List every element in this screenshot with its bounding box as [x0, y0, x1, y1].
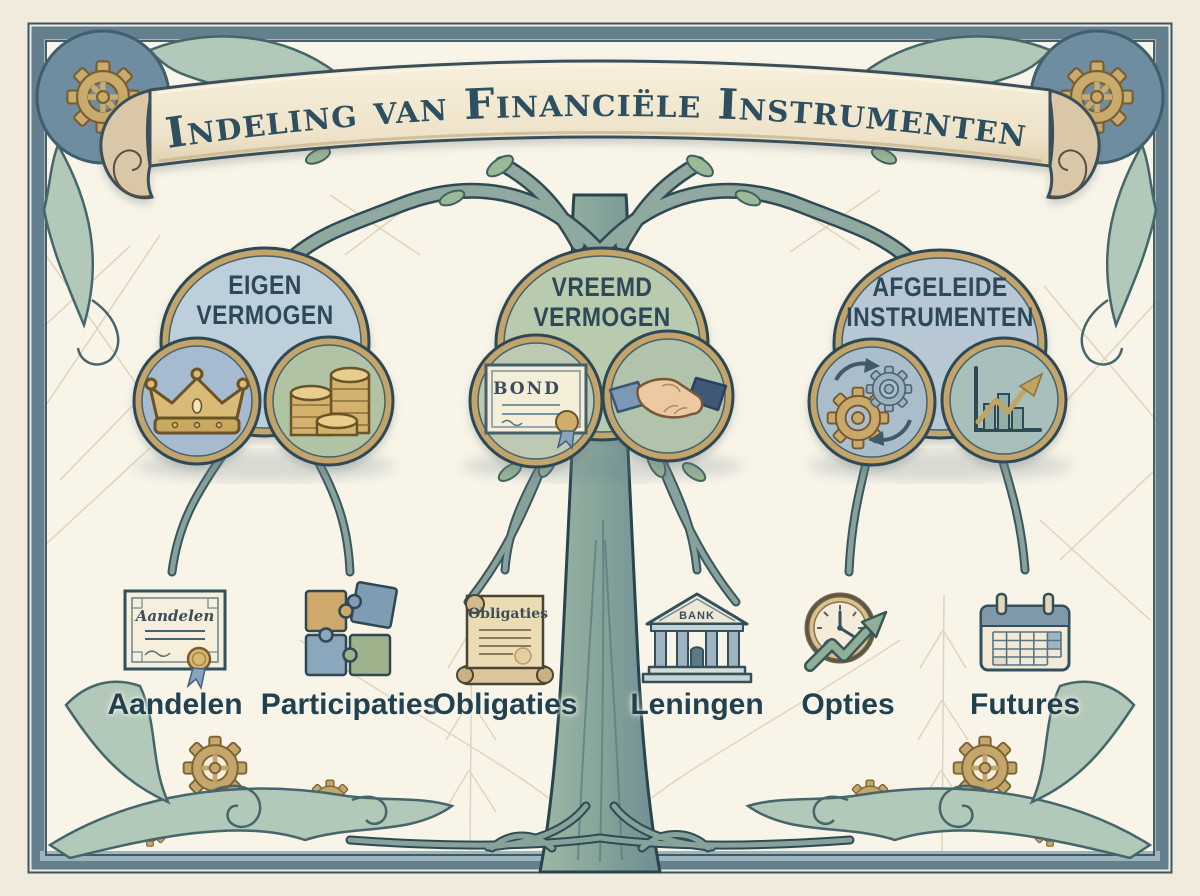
- branch-label-line2: INSTRUMENTEN: [846, 302, 1034, 333]
- branch-node-eigen-vermogen: [132, 246, 395, 467]
- bond-label: BOND: [493, 379, 561, 399]
- growth-chart-icon: [974, 366, 1044, 432]
- chart-icon-circle: [940, 336, 1068, 464]
- calendar-icon: [979, 592, 1071, 672]
- branch-label-line2: VERMOGEN: [533, 302, 671, 333]
- coin-stacks-icon: [289, 366, 371, 437]
- clock-growth-arrow-icon: [804, 592, 888, 672]
- crown-icon: [144, 367, 250, 435]
- branch-node-afgeleide-instrumenten: [807, 248, 1068, 467]
- gears-icon-circle: [807, 337, 937, 467]
- coins-icon-circle: [263, 335, 395, 467]
- tree-trunk: [538, 193, 662, 874]
- branch-label-line1: AFGELEIDE: [872, 272, 1008, 302]
- item-label-aandelen: Aandelen: [107, 688, 243, 721]
- branch-label-line1: VREEMD: [551, 272, 653, 302]
- background-pattern: [39, 189, 1159, 856]
- bank-icon: BANK: [641, 592, 753, 684]
- branch-label-afgeleide-instrumenten: AFGELEIDE INSTRUMENTEN: [842, 272, 1038, 332]
- branch-label-eigen-vermogen: EIGEN VERMOGEN: [167, 270, 363, 330]
- branch-label-line2: VERMOGEN: [196, 300, 334, 331]
- puzzle-pieces-icon: [304, 581, 398, 677]
- handshake-icon: [608, 376, 728, 419]
- item-label-opties: Opties: [801, 688, 895, 721]
- scroll-title: Obligaties: [468, 606, 548, 622]
- branch-label-vreemd-vermogen: VREEMD VERMOGEN: [504, 272, 700, 332]
- share-certificate-icon: Aandelen: [123, 589, 227, 691]
- crown-icon-circle: [132, 336, 262, 466]
- bond-icon-circle: BOND: [468, 333, 604, 469]
- branch-label-line1: EIGEN: [228, 270, 302, 300]
- handshake-icon-circle: [601, 329, 735, 463]
- certificate-title: Aandelen: [134, 607, 214, 625]
- scroll-icon: Obligaties: [456, 594, 554, 686]
- gears-cycle-icon: [826, 358, 913, 450]
- item-label-participaties: Participaties: [260, 688, 440, 721]
- item-label-obligaties: Obligaties: [432, 688, 578, 721]
- item-label-leningen: Leningen: [630, 688, 764, 721]
- bank-sign: BANK: [679, 610, 715, 622]
- bond-certificate-icon: BOND: [484, 363, 588, 450]
- branch-node-vreemd-vermogen: BOND: [468, 246, 735, 469]
- item-label-futures: Futures: [969, 688, 1081, 721]
